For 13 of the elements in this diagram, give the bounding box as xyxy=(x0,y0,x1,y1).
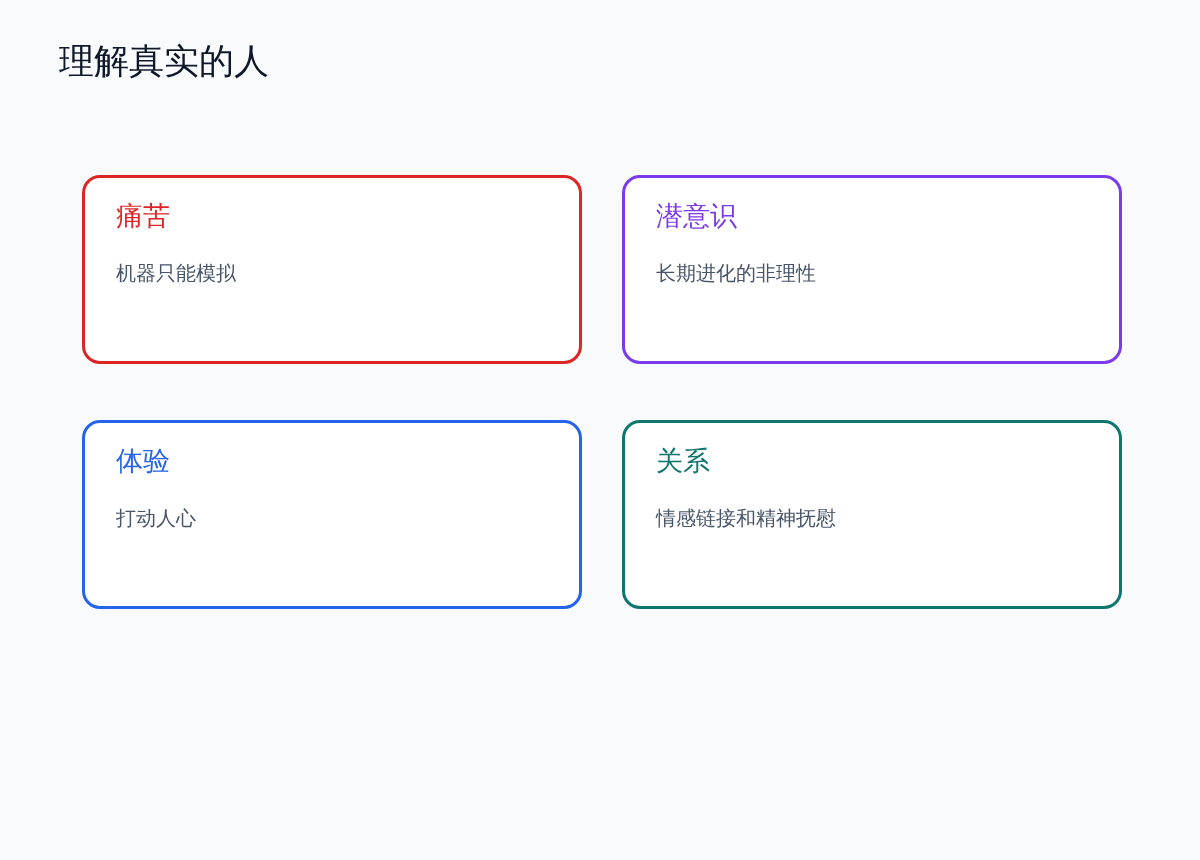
box-heading: 关系 xyxy=(656,445,710,478)
rounded-box xyxy=(622,420,1122,609)
box-text: 情感链接和精神抚慰 xyxy=(656,506,836,530)
title: 理解真实的人 xyxy=(59,40,269,82)
rounded-box xyxy=(622,175,1122,364)
box-text: 长期进化的非理性 xyxy=(656,261,816,285)
box-heading: 潜意识 xyxy=(656,200,737,233)
rounded-box xyxy=(82,175,582,364)
box-heading: 痛苦 xyxy=(116,200,170,233)
box-heading: 体验 xyxy=(116,445,170,478)
box-text: 打动人心 xyxy=(116,506,196,530)
box-text: 机器只能模拟 xyxy=(116,261,236,285)
rounded-box xyxy=(82,420,582,609)
